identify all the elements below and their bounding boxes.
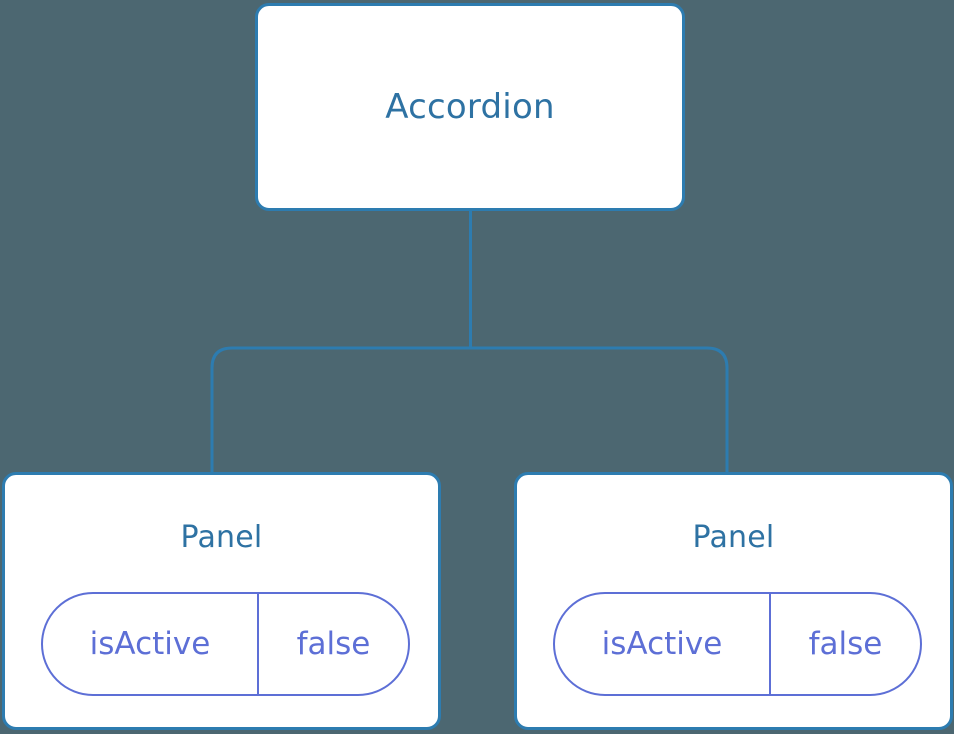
connector-branch-right xyxy=(470,346,729,474)
node-title-accordion: Accordion xyxy=(385,87,555,127)
node-panel-2[interactable]: Panel isActive false xyxy=(514,472,953,730)
prop-key-isactive-1: isActive xyxy=(43,594,259,694)
prop-value-isactive-1: false xyxy=(296,625,371,662)
node-title-panel-1: Panel xyxy=(180,520,263,555)
prop-pill-isactive-2[interactable]: isActive false xyxy=(553,592,922,696)
prop-key-isactive-2: isActive xyxy=(555,594,771,694)
node-panel-1[interactable]: Panel isActive false xyxy=(2,472,441,730)
connector-branch-left xyxy=(210,346,471,474)
prop-pill-isactive-1[interactable]: isActive false xyxy=(41,592,410,696)
node-title-panel-2: Panel xyxy=(692,520,775,555)
node-accordion[interactable]: Accordion xyxy=(255,3,685,211)
prop-value-isactive-2: false xyxy=(808,625,883,662)
